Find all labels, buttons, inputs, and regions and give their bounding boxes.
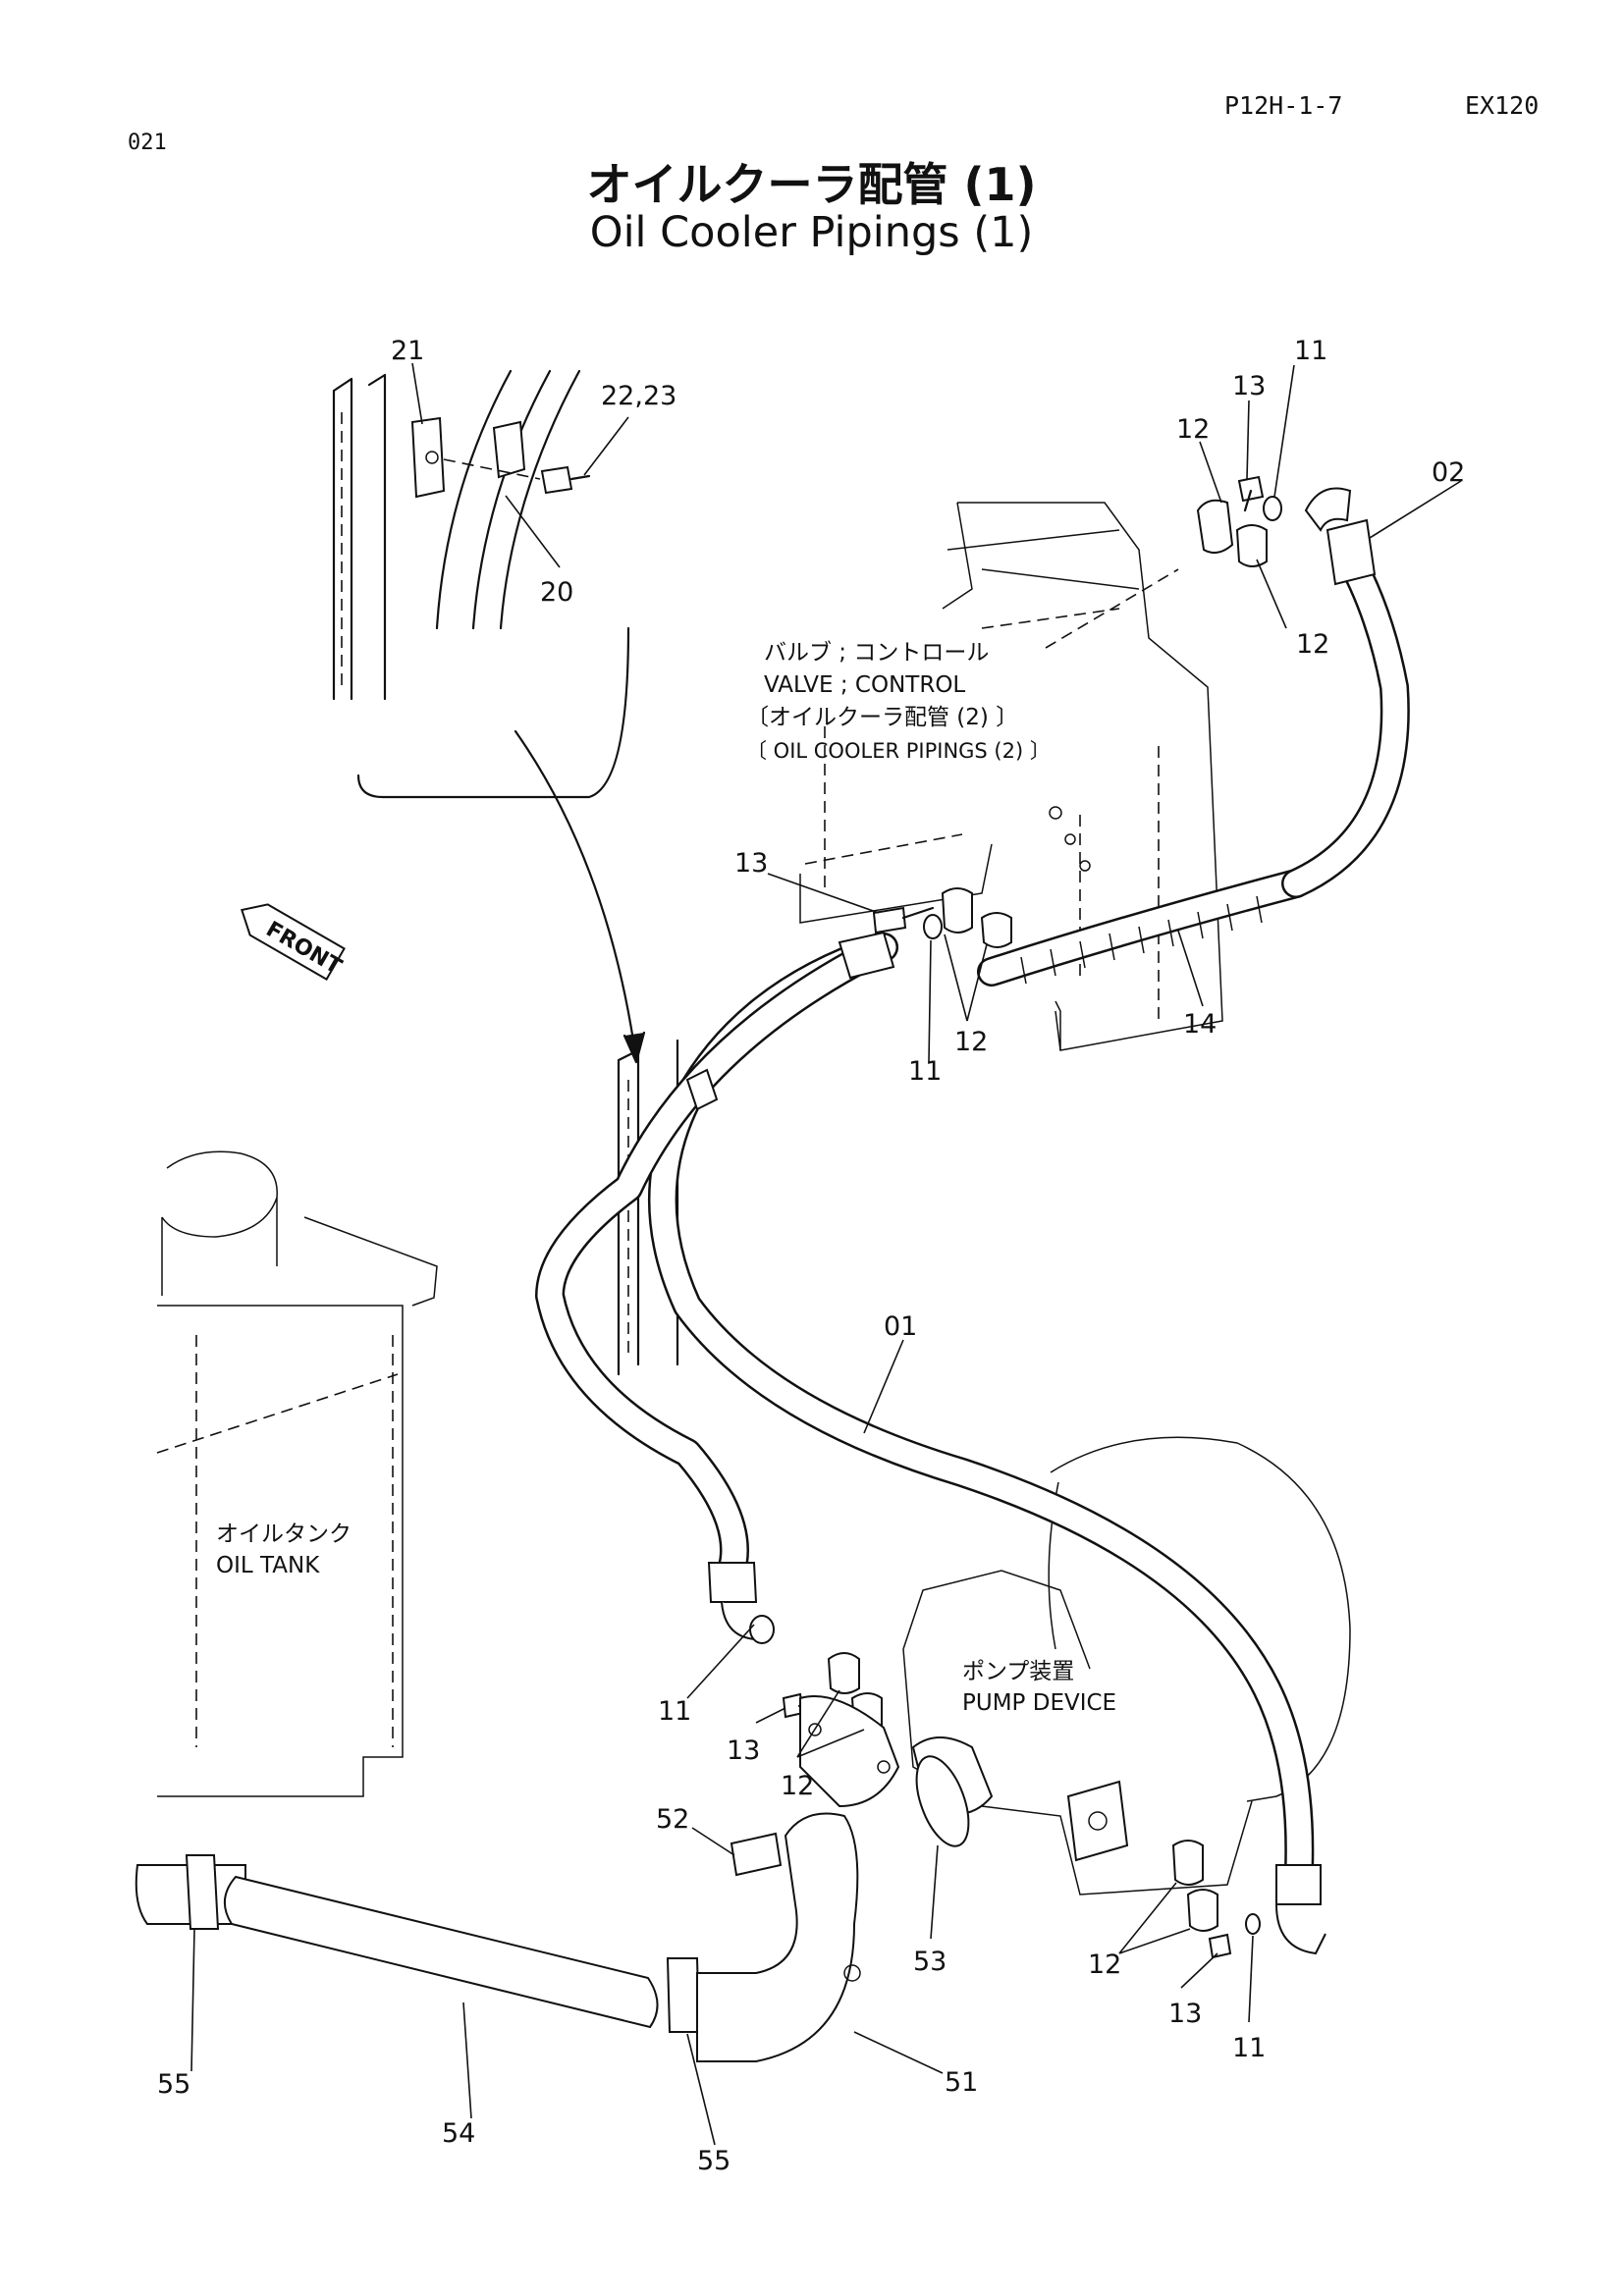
detail-inset — [332, 369, 630, 799]
flange-set-mid — [872, 887, 1012, 948]
valve-label-jp: バルブ ; コントロール — [764, 640, 989, 666]
callout-11-mid: 11 — [908, 1056, 942, 1087]
hose-14 — [977, 869, 1311, 987]
suction-pipe — [135, 1695, 970, 2062]
callout-13-low: 13 — [727, 1735, 760, 1766]
flange-set-top — [1196, 475, 1282, 567]
callout-13-top: 13 — [1232, 371, 1266, 401]
valve-ref-en: 〔 OIL COOLER PIPINGS (2) 〕 — [746, 739, 1051, 763]
pump-device-label-jp: ポンプ装置 — [962, 1659, 1074, 1684]
oil-tank-label-en: OIL TANK — [216, 1553, 320, 1578]
callout-21: 21 — [391, 336, 424, 366]
callout-14: 14 — [1183, 1009, 1217, 1040]
callout-13-pump: 13 — [1168, 1999, 1202, 2029]
oil-tank-label-jp: オイルタンク — [216, 1522, 352, 1547]
callout-12-top: 12 — [1176, 414, 1210, 445]
callout-55-left: 55 — [157, 2069, 190, 2100]
callout-01: 01 — [884, 1311, 917, 1342]
callout-20: 20 — [540, 577, 573, 608]
callouts: 21 22,23 20 13 11 12 02 12 13 12 11 14 0… — [157, 336, 1465, 2176]
valve-ref-jp: 〔オイルクーラ配管 (2) 〕 — [746, 705, 1018, 730]
pump-device: ポンプ装置 PUMP DEVICE — [902, 1436, 1351, 1896]
callout-51: 51 — [945, 2067, 978, 2098]
callout-22-23: 22,23 — [601, 381, 676, 411]
clamp-bracket — [685, 1068, 719, 1111]
figure-code: P12H-1-7 — [1224, 91, 1343, 120]
callout-53: 53 — [913, 1947, 947, 1977]
page-title-english: Oil Cooler Pipings (1) — [589, 208, 1034, 257]
callout-12-low: 12 — [781, 1771, 814, 1801]
support-post — [617, 1039, 679, 1376]
hose-lower — [535, 933, 898, 1644]
page-title-japanese: オイルクーラ配管 (1) — [586, 158, 1037, 211]
callout-13-mid: 13 — [734, 848, 768, 879]
callout-11-top: 11 — [1294, 336, 1327, 366]
front-arrow: FRONT — [241, 903, 346, 981]
pump-device-label-en: PUMP DEVICE — [962, 1690, 1116, 1716]
callout-55-right: 55 — [697, 2146, 730, 2176]
callout-11-pump: 11 — [1232, 2033, 1266, 2063]
callout-54: 54 — [442, 2118, 475, 2149]
oil-tank: オイルタンク OIL TANK — [156, 1150, 438, 1797]
flange-set-pump — [1171, 1840, 1261, 1959]
valve-labels: バルブ ; コントロール VALVE ; CONTROL 〔オイルクーラ配管 (… — [746, 640, 1051, 763]
callout-12-right: 12 — [1296, 629, 1329, 660]
page-number: 021 — [128, 131, 167, 155]
callout-12-pump: 12 — [1088, 1949, 1121, 1980]
detail-arrow-head — [622, 1031, 646, 1064]
hose-fitting-valve — [838, 931, 895, 980]
callout-52: 52 — [656, 1804, 689, 1835]
callout-11-low: 11 — [658, 1696, 691, 1727]
valve-label-en: VALVE ; CONTROL — [764, 672, 965, 698]
hose-01 — [648, 933, 1326, 1955]
detail-arrow — [514, 729, 638, 1062]
hose-02 — [1281, 487, 1410, 898]
callout-12-mid: 12 — [954, 1027, 988, 1057]
callout-02: 02 — [1432, 457, 1465, 488]
model-code: EX120 — [1465, 91, 1540, 120]
leader-lines — [190, 362, 1462, 2146]
